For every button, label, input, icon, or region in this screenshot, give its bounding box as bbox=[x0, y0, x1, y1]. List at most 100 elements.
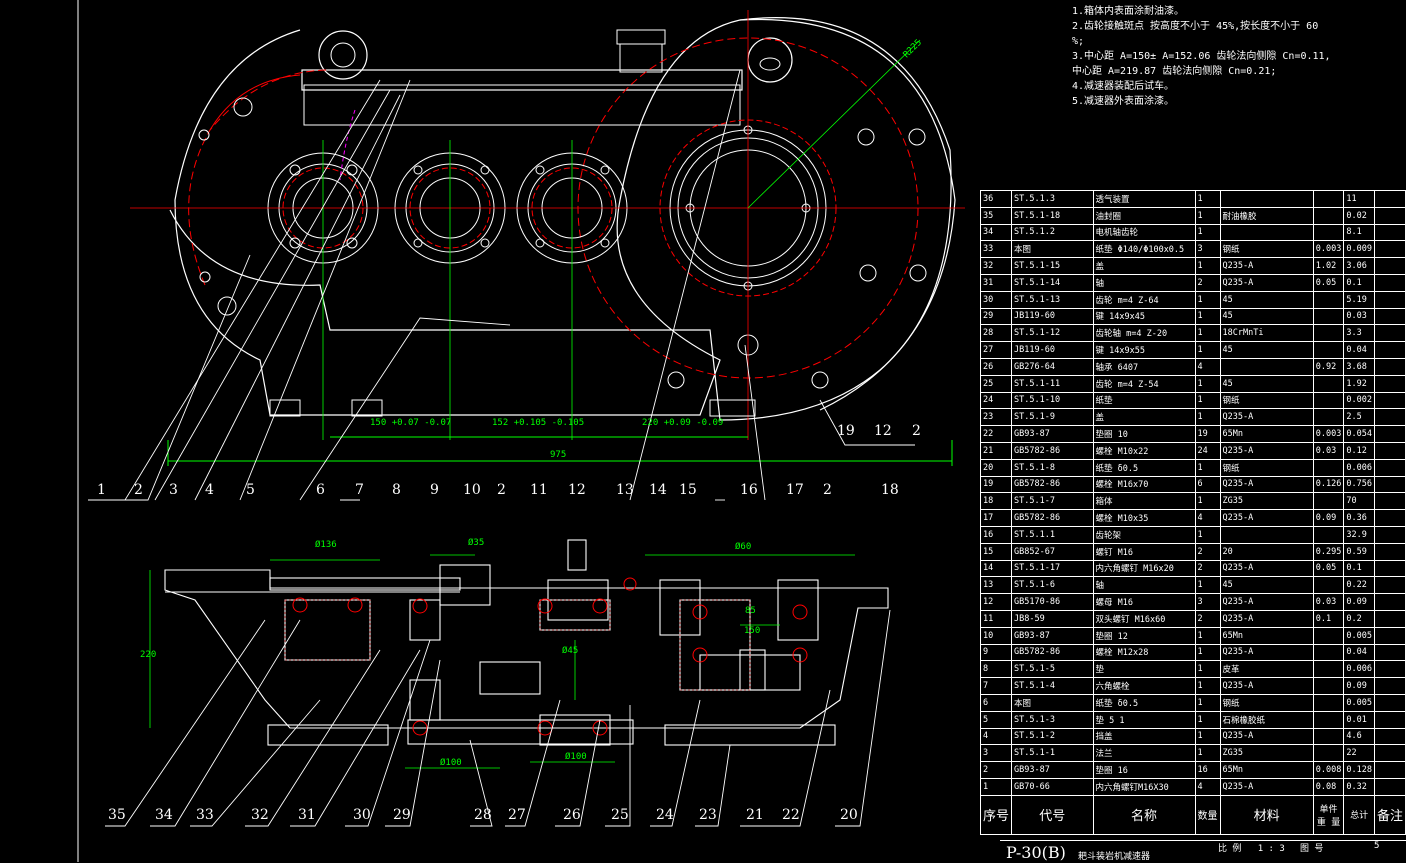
bom-cell: 纸垫 δ0.5 bbox=[1092, 693, 1196, 712]
bom-cell: 3 bbox=[1194, 593, 1221, 611]
bom-cell bbox=[1373, 374, 1406, 393]
bom-cell: Q235-A bbox=[1219, 609, 1314, 628]
callout-label: 19 bbox=[837, 423, 855, 439]
front-view bbox=[130, 10, 965, 466]
bom-cell: ST.5.1-6 bbox=[1011, 576, 1094, 595]
callout-label: 5 bbox=[246, 482, 255, 498]
bom-cell: Q235-A bbox=[1219, 509, 1314, 527]
header-unit: 单件重 量 bbox=[1312, 794, 1345, 835]
bom-cell bbox=[1373, 643, 1406, 662]
bom-cell: 28 bbox=[979, 324, 1013, 343]
callout-label: 1 bbox=[97, 482, 106, 498]
bom-cell: 钢纸 bbox=[1219, 458, 1314, 477]
bom-cell: ST.5.1-7 bbox=[1011, 492, 1094, 511]
bom-cell: ST.5.1-11 bbox=[1011, 374, 1094, 393]
note-line: 1.箱体内表面涂耐油漆。 bbox=[1072, 6, 1185, 17]
sheet-no: 5 bbox=[1374, 841, 1380, 851]
bom-cell bbox=[1373, 458, 1406, 477]
bom-cell: 齿轮 m=4 Z-54 bbox=[1092, 374, 1196, 393]
callout-label: 2 bbox=[823, 482, 832, 498]
bom-cell: 纸垫 bbox=[1092, 391, 1196, 410]
bom-cell: 20 bbox=[1219, 542, 1314, 561]
header-name: 名称 bbox=[1092, 794, 1196, 835]
bom-cell bbox=[1312, 710, 1345, 729]
bom-cell: 0.03 bbox=[1312, 441, 1345, 460]
bom-cell: 键 14x9x45 bbox=[1092, 307, 1196, 326]
bom-cell: 0.2 bbox=[1343, 609, 1375, 628]
bom-cell: 9 bbox=[979, 643, 1013, 662]
callout-label: 4 bbox=[205, 482, 214, 498]
bom-cell bbox=[1312, 341, 1345, 359]
callout-label: 27 bbox=[508, 807, 526, 823]
bom-cell: 3 bbox=[1194, 240, 1221, 259]
bom-cell: ST.5.1-2 bbox=[1011, 727, 1094, 746]
bom-cell: 键 14x9x55 bbox=[1092, 341, 1196, 359]
callout-label: 24 bbox=[656, 807, 674, 823]
bom-cell: 4 bbox=[979, 727, 1013, 746]
bom-cell: 螺栓 M10x22 bbox=[1092, 441, 1196, 460]
bom-cell: 0.006 bbox=[1343, 458, 1375, 477]
bom-cell: 0.59 bbox=[1343, 542, 1375, 561]
bom-cell bbox=[1312, 223, 1345, 242]
bom-cell: 透气装置 bbox=[1092, 190, 1196, 208]
bom-cell: 25 bbox=[979, 374, 1013, 393]
bom-cell bbox=[1373, 777, 1406, 796]
bom-cell bbox=[1312, 744, 1345, 763]
bom-cell: 5.19 bbox=[1343, 290, 1375, 309]
bom-cell bbox=[1373, 273, 1406, 292]
bom-cell: ST.5.1-9 bbox=[1011, 408, 1094, 427]
bom-cell: 2 bbox=[1194, 559, 1221, 578]
bom-cell: 23 bbox=[979, 408, 1013, 427]
callout-label: 10 bbox=[463, 482, 481, 498]
technical-notes: 1.箱体内表面涂耐油漆。 2.齿轮接触斑点 按高度不小于 45%,按长度不小于 … bbox=[1072, 4, 1392, 109]
bom-cell bbox=[1373, 492, 1406, 511]
bom-cell bbox=[1312, 290, 1345, 309]
bom-cell: 65Mn bbox=[1219, 425, 1314, 443]
bom-cell: 0.054 bbox=[1343, 425, 1375, 443]
bom-cell: 0.1 bbox=[1312, 609, 1345, 628]
bom-cell bbox=[1373, 626, 1406, 645]
bom-cell: ST.5.1-14 bbox=[1011, 273, 1094, 292]
bom-cell: 盖 bbox=[1092, 408, 1196, 427]
bom-cell: 2 bbox=[1194, 609, 1221, 628]
callout-label: 25 bbox=[611, 807, 629, 823]
bom-cell: 纸垫 δ0.5 bbox=[1092, 458, 1196, 477]
bom-cell: 1 bbox=[1194, 290, 1221, 309]
bom-cell bbox=[1373, 593, 1406, 611]
callout-label: 2 bbox=[912, 423, 921, 439]
bom-cell: 1 bbox=[1194, 408, 1221, 427]
bom-cell: 22 bbox=[1343, 744, 1375, 763]
callout-label: 6 bbox=[316, 482, 325, 498]
bom-cell bbox=[1312, 727, 1345, 746]
bom-cell: 1 bbox=[1194, 391, 1221, 410]
bom-cell: 1 bbox=[1194, 693, 1221, 712]
bom-cell: 1 bbox=[1194, 626, 1221, 645]
bom-cell: 六角螺栓 bbox=[1092, 677, 1196, 695]
bom-cell: 油封圈 bbox=[1092, 206, 1196, 225]
bom-cell bbox=[1373, 710, 1406, 729]
callout-label: 18 bbox=[881, 482, 899, 498]
bom-cell: 15 bbox=[979, 542, 1013, 561]
bom-cell: 12 bbox=[979, 593, 1013, 611]
bom-cell bbox=[1373, 257, 1406, 275]
bom-cell bbox=[1373, 609, 1406, 628]
dim-h220: 220 bbox=[140, 650, 157, 660]
bom-cell: GB93-87 bbox=[1011, 761, 1094, 779]
bom-cell: 0.32 bbox=[1343, 777, 1375, 796]
top-leaders bbox=[88, 69, 915, 501]
bom-cell: JB119-60 bbox=[1011, 307, 1094, 326]
bom-cell: 0.002 bbox=[1343, 391, 1375, 410]
bom-cell: GB5782-86 bbox=[1011, 475, 1094, 494]
bom-cell: Q235-A bbox=[1219, 777, 1314, 796]
bom-cell bbox=[1373, 660, 1406, 679]
bom-cell: 1 bbox=[1194, 206, 1221, 225]
callout-label: 21 bbox=[746, 807, 764, 823]
bom-cell: 1 bbox=[1194, 660, 1221, 679]
